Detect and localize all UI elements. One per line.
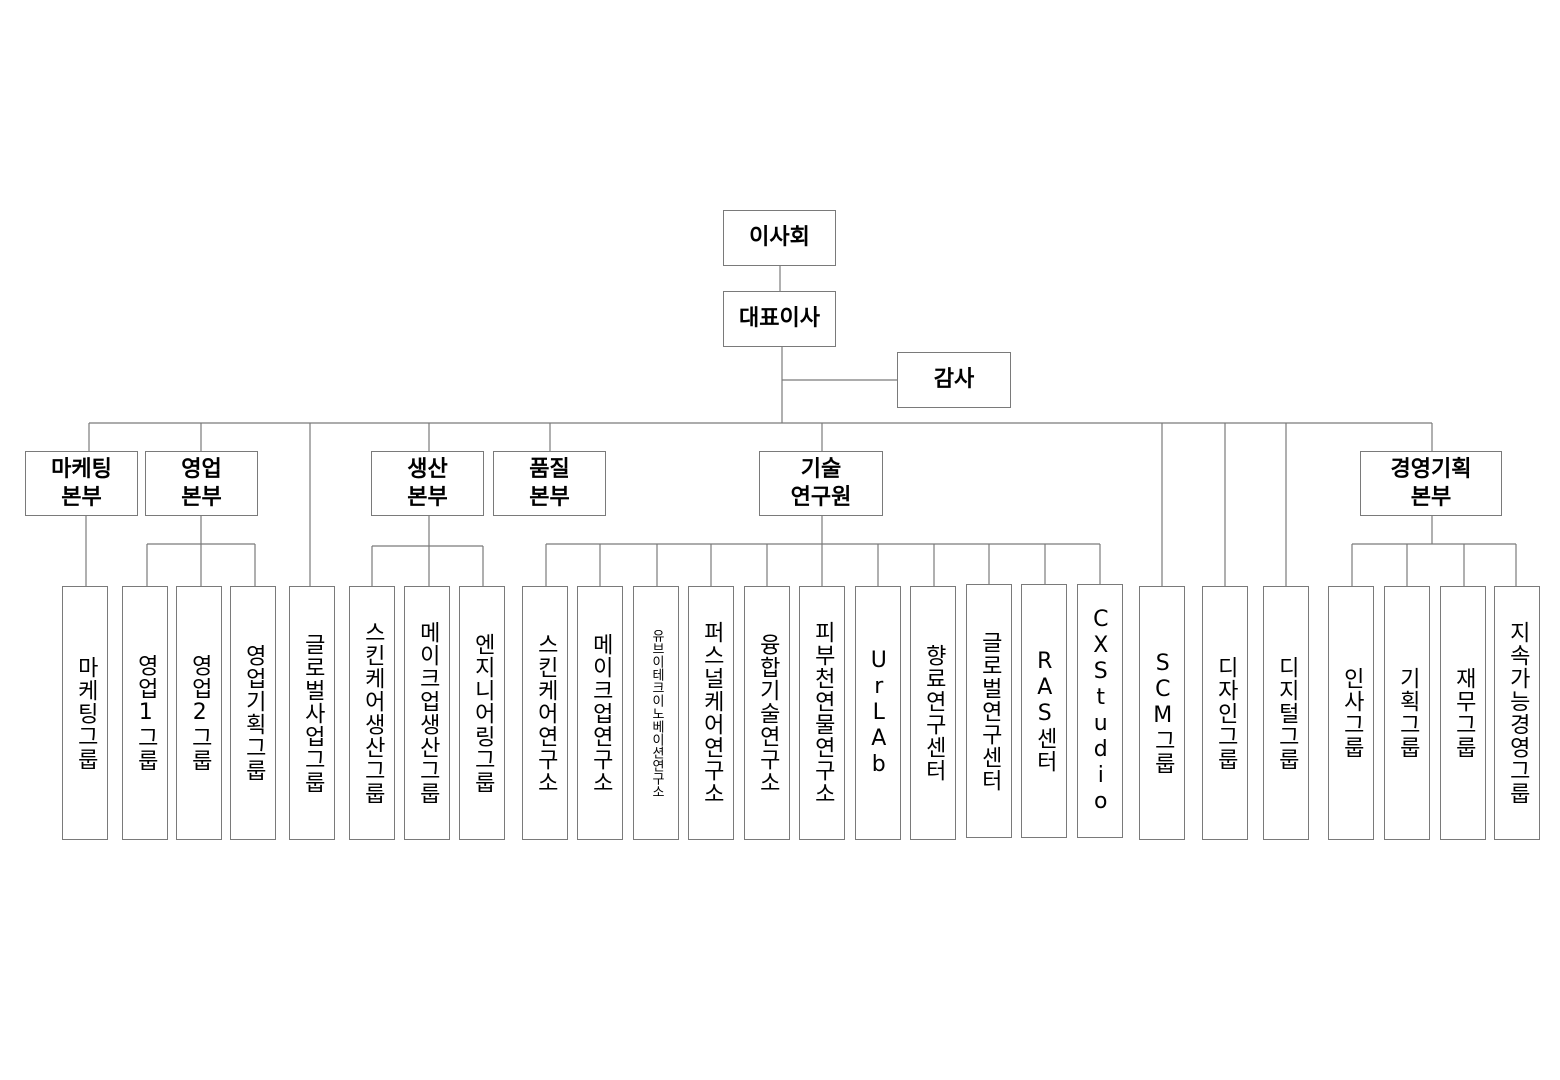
skincare-lab-box: 스킨케어연구소 [522,586,568,840]
sustainability-group-box: 지속가능경영그룹 [1494,586,1540,840]
engineering-group-label: 엔지니어링그룹 [470,632,496,794]
scm-group-label: SCM그룹 [1150,651,1176,775]
natural-materials-lab-label: 피부천연물연구소 [810,621,836,805]
makeup-production-group-box: 메이크업생산그룹 [404,586,450,840]
ur-lab-box: UrLAb [855,586,901,840]
skincare-lab-label: 스킨케어연구소 [533,632,559,794]
production-hq-label: 생산 본부 [407,456,448,510]
quality-hq-label: 품질 본부 [529,456,570,510]
fragrance-center-box: 향료연구센터 [910,586,956,840]
hr-group-box: 인사그룹 [1328,586,1374,840]
sustainability-group-label: 지속가능경영그룹 [1505,621,1531,805]
digital-group-box: 디지털그룹 [1263,586,1309,840]
fusion-tech-lab-box: 융합기술연구소 [744,586,790,840]
production-hq-box: 생산 본부 [371,451,484,516]
makeup-production-group-label: 메이크업생산그룹 [415,621,441,805]
marketing-hq-label: 마케팅 본부 [51,456,112,510]
marketing-group-box: 마케팅그룹 [62,586,108,840]
sales1-group-label: 영업1그룹 [133,654,159,772]
sales-hq-label: 영업 본부 [181,456,222,510]
sales2-group-label: 영업2그룹 [187,654,213,772]
cx-studio-label: CXStudio [1088,607,1114,815]
ceo-label: 대표이사 [739,306,820,331]
sales1-group-box: 영업1그룹 [122,586,168,840]
sales-planning-group-box: 영업기획그룹 [230,586,276,840]
quality-hq-box: 품질 본부 [493,451,606,516]
marketing-hq-box: 마케팅 본부 [25,451,138,516]
sales-hq-box: 영업 본부 [145,451,258,516]
finance-group-box: 재무그룹 [1440,586,1486,840]
planning-group-box: 기획그룹 [1384,586,1430,840]
board-label: 이사회 [749,225,810,250]
fragrance-center-label: 향료연구센터 [921,644,947,782]
ras-center-box: RAS센터 [1021,584,1067,838]
global-research-center-label: 글로벌연구센터 [977,630,1003,792]
planning-group-label: 기획그룹 [1395,667,1421,759]
audit-box: 감사 [897,352,1011,408]
ur-lab-label: UrLAb [866,648,892,778]
marketing-group-label: 마케팅그룹 [73,655,99,771]
scm-group-box: SCM그룹 [1139,586,1185,840]
ubiquitous-innovation-lab-box: 유브이테크이노베이션연구소 [633,586,679,840]
sales-planning-group-label: 영업기획그룹 [241,644,267,782]
personal-care-lab-label: 퍼스널케어연구소 [699,621,725,805]
ubiquitous-innovation-lab-label: 유브이테크이노베이션연구소 [649,628,664,798]
personal-care-lab-box: 퍼스널케어연구소 [688,586,734,840]
finance-group-label: 재무그룹 [1451,667,1477,759]
audit-label: 감사 [933,367,975,392]
makeup-lab-label: 메이크업연구소 [588,632,614,794]
ceo-box: 대표이사 [723,291,836,347]
board-box: 이사회 [723,210,836,266]
digital-group-label: 디지털그룹 [1274,655,1300,771]
skincare-production-group-label: 스킨케어생산그룹 [360,621,386,805]
fusion-tech-lab-label: 융합기술연구소 [755,632,781,794]
design-group-label: 디자인그룹 [1213,655,1239,771]
management-hq-label: 경영기획 본부 [1390,456,1472,510]
sales2-group-box: 영업2그룹 [176,586,222,840]
global-research-center-box: 글로벌연구센터 [966,584,1012,838]
design-group-box: 디자인그룹 [1202,586,1248,840]
tech-institute-box: 기술 연구원 [759,451,883,516]
hr-group-label: 인사그룹 [1339,667,1365,759]
tech-institute-label: 기술 연구원 [790,456,852,510]
skincare-production-group-box: 스킨케어생산그룹 [349,586,395,840]
ras-center-label: RAS센터 [1032,649,1058,773]
natural-materials-lab-box: 피부천연물연구소 [799,586,845,840]
global-business-group-label: 글로벌사업그룹 [300,632,326,794]
engineering-group-box: 엔지니어링그룹 [459,586,505,840]
management-hq-box: 경영기획 본부 [1360,451,1502,516]
makeup-lab-box: 메이크업연구소 [577,586,623,840]
global-business-group-box: 글로벌사업그룹 [289,586,335,840]
cx-studio-box: CXStudio [1077,584,1123,838]
